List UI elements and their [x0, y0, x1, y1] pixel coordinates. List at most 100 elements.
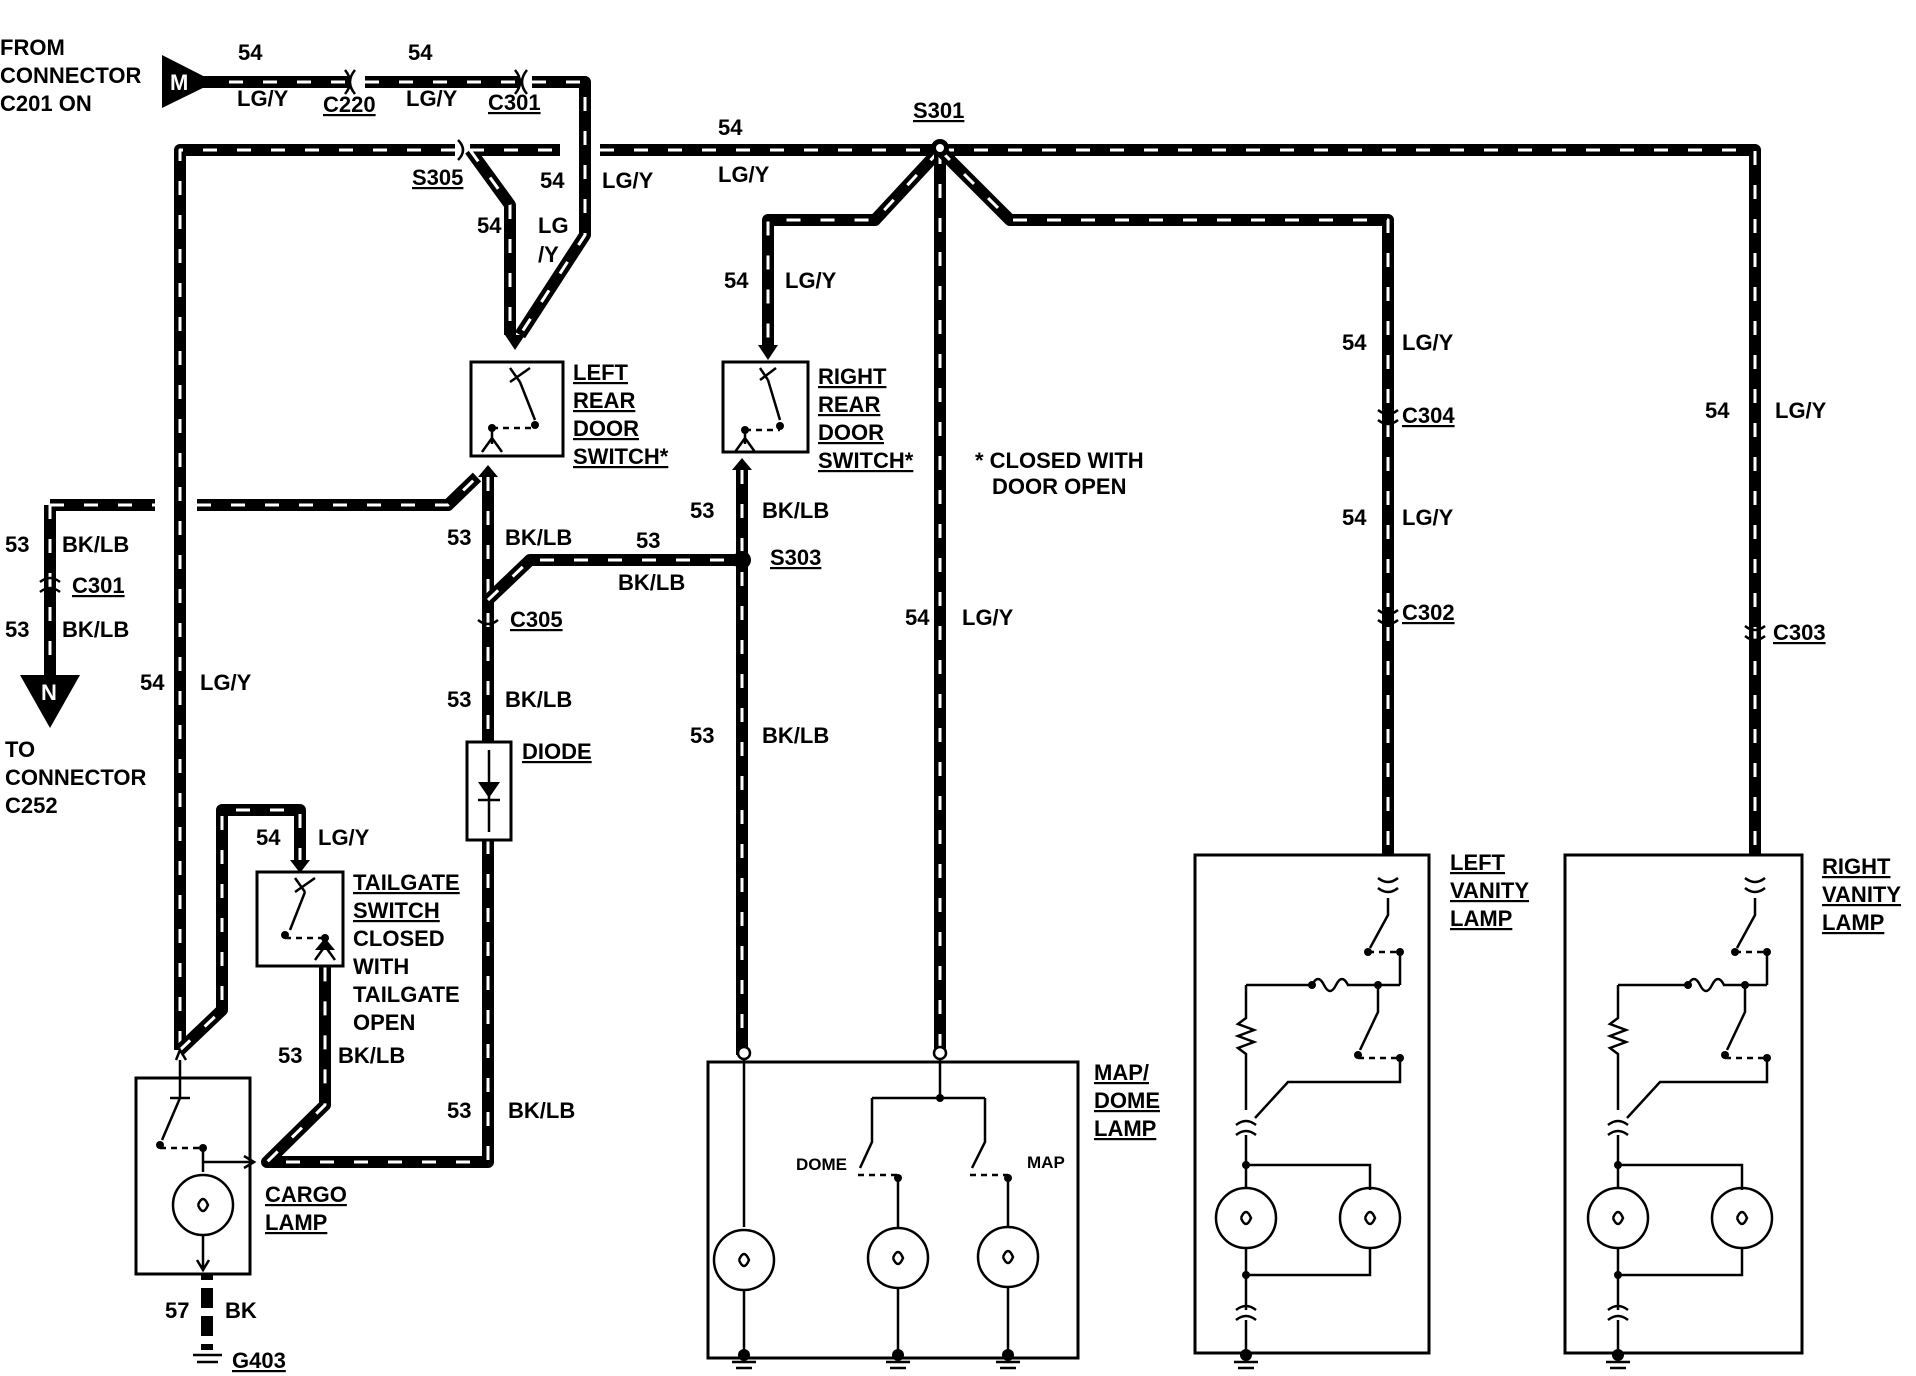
svg-text:/Y: /Y	[538, 242, 559, 267]
right-rear-door-switch-label-1: RIGHT	[818, 364, 887, 389]
map-dome-lamp-label-1: MAP/	[1094, 1060, 1149, 1085]
svg-text:BK/LB: BK/LB	[505, 525, 572, 550]
svg-text:LG/Y: LG/Y	[1402, 330, 1454, 355]
splice-s305: S305	[412, 165, 463, 190]
to-connector-label-3: C252	[5, 793, 58, 818]
tailgate-switch-label-3: CLOSED	[353, 926, 445, 951]
connector-c302: C302	[1402, 600, 1455, 625]
svg-text:BK/LB: BK/LB	[508, 1098, 575, 1123]
svg-text:53: 53	[447, 525, 471, 550]
wire-labels: 54 LG/Y 54 LG/Y 54 LG/Y 54 LG /Y 54 LG/Y…	[5, 40, 1827, 1323]
wire-arrowheads	[290, 335, 778, 950]
svg-text:LG/Y: LG/Y	[1775, 398, 1827, 423]
svg-text:N: N	[41, 680, 57, 705]
right-vanity-lamp-label-1: RIGHT	[1822, 854, 1891, 879]
svg-text:LG/Y: LG/Y	[406, 86, 458, 111]
svg-text:54: 54	[905, 605, 930, 630]
cargo-lamp-label-2: LAMP	[265, 1210, 327, 1235]
ground-g403: G403	[232, 1348, 286, 1373]
left-vanity-lamp-label-2: VANITY	[1450, 878, 1529, 903]
right-rear-door-switch	[721, 360, 810, 454]
svg-text:54: 54	[1342, 330, 1367, 355]
svg-text:54: 54	[718, 115, 743, 140]
splice-s301: S301	[913, 98, 964, 123]
from-connector-label-1: FROM	[0, 35, 65, 60]
svg-text:53: 53	[5, 617, 29, 642]
connector-c303: C303	[1773, 620, 1826, 645]
svg-text:54: 54	[238, 40, 263, 65]
svg-text:54: 54	[477, 213, 502, 238]
svg-text:BK: BK	[225, 1298, 257, 1323]
right-vanity-lamp-label-3: LAMP	[1822, 910, 1884, 935]
tailgate-switch-label-4: WITH	[353, 954, 409, 979]
svg-text:54: 54	[140, 670, 165, 695]
to-connector-label-1: TO	[5, 737, 35, 762]
tailgate-switch	[255, 870, 345, 968]
connector-c220: C220	[323, 92, 376, 117]
svg-text:53: 53	[636, 528, 660, 553]
svg-text:53: 53	[278, 1043, 302, 1068]
left-vanity-lamp	[1193, 853, 1431, 1370]
wires-54-lgy	[174, 76, 1761, 1055]
connector-c304: C304	[1402, 403, 1455, 428]
tailgate-switch-label-6: OPEN	[353, 1010, 415, 1035]
left-rear-door-switch	[469, 360, 565, 458]
left-rear-door-switch-label-3: DOOR	[573, 416, 639, 441]
dome-label: DOME	[796, 1155, 847, 1174]
svg-text:54: 54	[408, 40, 433, 65]
connector-m: M	[162, 55, 215, 108]
tailgate-switch-label-5: TAILGATE	[353, 982, 460, 1007]
svg-text:BK/LB: BK/LB	[62, 532, 129, 557]
svg-text:BK/LB: BK/LB	[338, 1043, 405, 1068]
right-vanity-lamp	[1563, 853, 1804, 1370]
right-rear-door-switch-label-2: REAR	[818, 392, 880, 417]
svg-text:LG: LG	[538, 213, 569, 238]
diode-label: DIODE	[522, 739, 592, 764]
from-connector-label-3: C201 ON	[0, 91, 92, 116]
svg-text:M: M	[170, 70, 188, 95]
splice-s303: S303	[770, 545, 821, 570]
left-rear-door-switch-label-2: REAR	[573, 388, 635, 413]
connector-c301-left: C301	[72, 573, 125, 598]
map-label: MAP	[1027, 1153, 1065, 1172]
svg-text:54: 54	[724, 268, 749, 293]
left-rear-door-switch-label-4: SWITCH*	[573, 444, 669, 469]
svg-text:LG/Y: LG/Y	[200, 670, 252, 695]
right-rear-door-switch-label-4: SWITCH*	[818, 448, 914, 473]
connector-c301-top: C301	[488, 90, 541, 115]
svg-text:LG/Y: LG/Y	[962, 605, 1014, 630]
svg-text:LG/Y: LG/Y	[785, 268, 837, 293]
svg-text:LG/Y: LG/Y	[318, 825, 370, 850]
right-vanity-lamp-label-2: VANITY	[1822, 882, 1901, 907]
to-connector-label-2: CONNECTOR	[5, 765, 146, 790]
svg-text:53: 53	[447, 687, 471, 712]
svg-text:54: 54	[1342, 505, 1367, 530]
svg-text:53: 53	[690, 723, 714, 748]
note-line-1: * CLOSED WITH	[975, 448, 1144, 473]
connector-c305: C305	[510, 607, 563, 632]
tailgate-switch-label-1: TAILGATE	[353, 870, 460, 895]
svg-text:53: 53	[5, 532, 29, 557]
svg-text:53: 53	[447, 1098, 471, 1123]
wires-53-bklb	[44, 470, 748, 1350]
map-dome-lamp-label-2: DOME	[1094, 1088, 1160, 1113]
svg-text:LG/Y: LG/Y	[718, 162, 770, 187]
right-rear-door-switch-label-3: DOOR	[818, 420, 884, 445]
diode	[465, 740, 513, 842]
connector-n: N	[20, 675, 80, 728]
svg-text:BK/LB: BK/LB	[618, 570, 685, 595]
svg-text:54: 54	[540, 168, 565, 193]
left-vanity-lamp-label-3: LAMP	[1450, 906, 1512, 931]
left-vanity-lamp-label-1: LEFT	[1450, 850, 1506, 875]
note-line-2: DOOR OPEN	[992, 474, 1126, 499]
svg-text:BK/LB: BK/LB	[762, 723, 829, 748]
tailgate-switch-label-2: SWITCH	[353, 898, 440, 923]
map-dome-lamp-label-3: LAMP	[1094, 1116, 1156, 1141]
svg-text:54: 54	[256, 825, 281, 850]
from-connector-label-2: CONNECTOR	[0, 63, 141, 88]
left-rear-door-switch-label-1: LEFT	[573, 360, 629, 385]
svg-text:LG/Y: LG/Y	[237, 86, 289, 111]
svg-text:LG/Y: LG/Y	[602, 168, 654, 193]
cargo-lamp	[134, 1047, 257, 1276]
